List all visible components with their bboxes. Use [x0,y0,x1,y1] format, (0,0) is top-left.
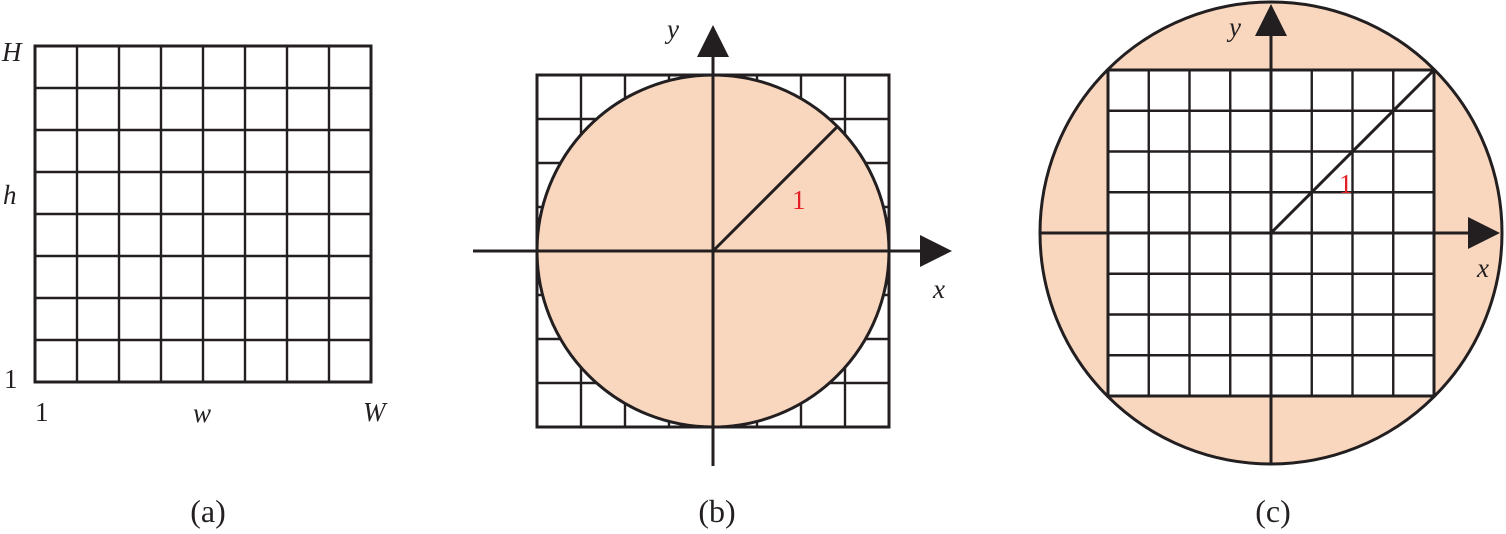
panel-b: 1 y x (b) [473,14,952,529]
y-axis-arrow [697,25,729,57]
caption-a: (a) [190,493,226,529]
radius-line [711,125,839,253]
y-axis-arrow [1255,4,1287,36]
radius-label: 1 [792,185,806,215]
radius-label: 1 [1339,169,1353,199]
label-y: y [1226,12,1241,42]
label-h: h [3,180,17,210]
panel-c: 1 y x (c) [1038,0,1504,529]
caption-b: (b) [698,493,735,529]
x-axis-arrow [1468,217,1500,249]
label-x: x [1476,253,1489,283]
radius-line [1269,68,1436,235]
label-x: x [932,274,945,304]
label-1-horizontal: 1 [35,397,49,427]
label-H: H [1,37,23,67]
panel-a: H h 1 1 w W (a) [1,37,388,529]
label-1-vertical: 1 [4,364,18,394]
label-w: w [193,398,211,428]
panel-a-grid [35,46,371,382]
label-W: W [363,397,388,427]
label-y: y [664,14,679,44]
panel-a-frame [33,44,373,384]
x-axis-arrow [920,235,952,267]
caption-c: (c) [1255,493,1291,529]
